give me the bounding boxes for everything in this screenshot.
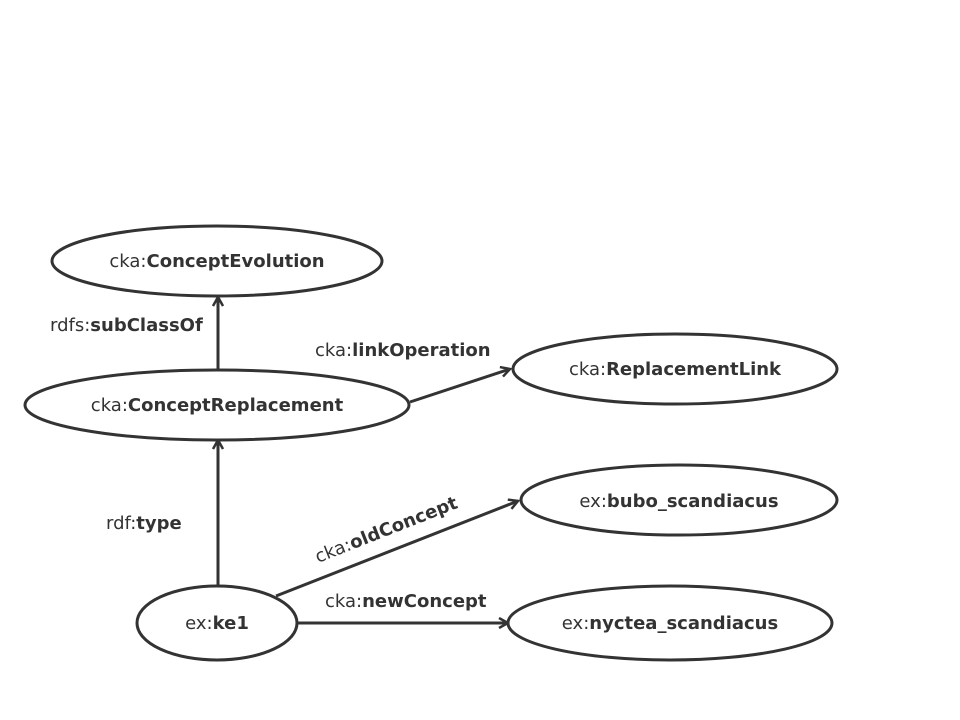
- svg-text:ex:bubo_scandiacus: ex:bubo_scandiacus: [579, 491, 778, 512]
- svg-text:cka:ConceptReplacement: cka:ConceptReplacement: [91, 395, 344, 416]
- label-subclassof: rdfs:subClassOf: [50, 315, 203, 336]
- oldconcept-arrow: [275, 501, 518, 598]
- svg-text:ex:ke1: ex:ke1: [185, 613, 249, 634]
- node-concept-replacement: cka:ConceptReplacement: [23, 368, 411, 442]
- label-oldconcept: cka:oldConcept: [312, 493, 461, 568]
- svg-text:ex:nyctea_scandiacus: ex:nyctea_scandiacus: [562, 613, 778, 634]
- node-bubo-scandiacus: ex:bubo_scandiacus: [519, 463, 839, 537]
- linkoperation-arrow: [409, 369, 510, 404]
- label-linkoperation: cka:linkOperation: [315, 340, 491, 361]
- node-nyctea-scandiacus: ex:nyctea_scandiacus: [506, 584, 834, 662]
- label-type: rdf:type: [106, 513, 182, 534]
- svg-text:cka:ReplacementLink: cka:ReplacementLink: [569, 359, 782, 380]
- node-replacement-link: cka:ReplacementLink: [511, 332, 839, 406]
- node-concept-evolution: cka:ConceptEvolution: [50, 224, 384, 298]
- svg-text:cka:ConceptEvolution: cka:ConceptEvolution: [109, 251, 324, 272]
- node-ke1: ex:ke1: [135, 584, 299, 662]
- label-newconcept: cka:newConcept: [325, 591, 487, 612]
